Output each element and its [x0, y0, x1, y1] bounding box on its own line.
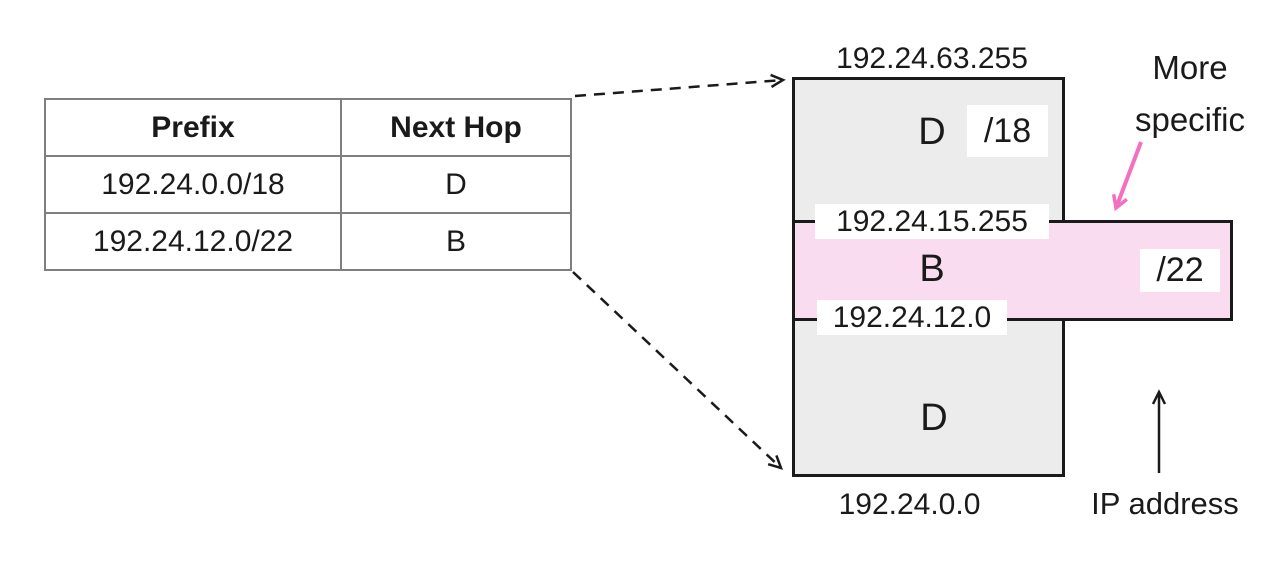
table-to-bottom-arrow	[572, 271, 784, 470]
mask-22-label: /22	[1140, 249, 1220, 292]
table-to-top-arrow	[574, 73, 786, 98]
next-hop-cell: B	[445, 224, 466, 258]
more-specific-label: More specific	[1134, 49, 1246, 138]
table-row: 192.24.12.0/22 B	[46, 212, 570, 269]
ip-address-axis-label: IP address	[1091, 486, 1239, 521]
table-row: 192.24.0.0/18 D	[46, 155, 570, 212]
table-header-prefix: Prefix	[46, 100, 342, 155]
address-top-label: 192.24.63.255	[836, 42, 1028, 75]
prefix-cell: 192.24.12.0/22	[46, 214, 342, 269]
table-header-next-hop: Next Hop	[390, 110, 522, 144]
table-header-row: Prefix Next Hop	[46, 100, 570, 155]
address-band-top-label: 192.24.15.255	[815, 204, 1049, 239]
segment-d-top-label: D	[918, 111, 946, 153]
more-specific-arrow	[1111, 141, 1143, 212]
address-bottom-label: 192.24.0.0	[838, 488, 981, 521]
segment-d-bottom-label: D	[920, 397, 948, 439]
address-band-bottom-label: 192.24.12.0	[817, 300, 1007, 335]
routing-table: Prefix Next Hop 192.24.0.0/18 D 192.24.1…	[44, 98, 572, 271]
mask-18-label: /18	[967, 105, 1048, 157]
next-hop-cell: D	[445, 167, 467, 201]
prefix-cell: 192.24.0.0/18	[46, 157, 342, 212]
segment-b-label: B	[919, 248, 945, 290]
